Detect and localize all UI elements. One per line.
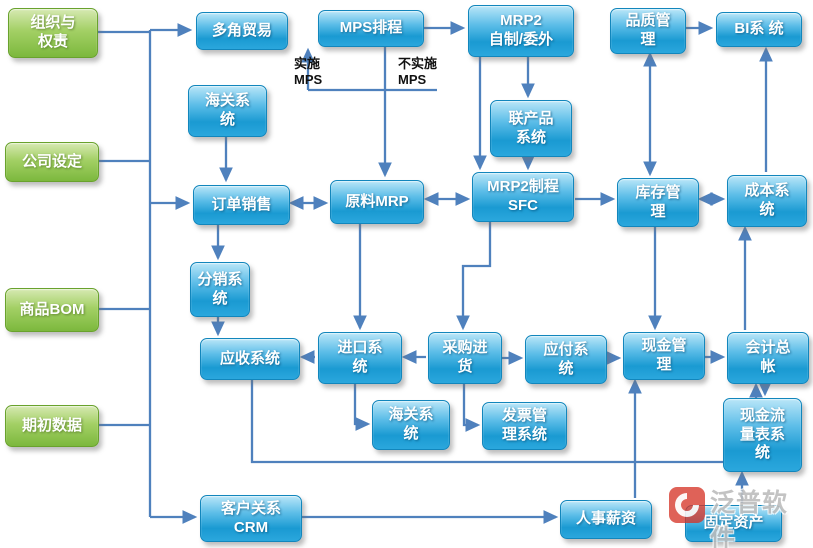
node-cost-system: 成本系 统 xyxy=(727,175,807,227)
node-company-setup: 公司设定 xyxy=(5,142,99,182)
node-inventory-management: 库存管 理 xyxy=(617,178,699,227)
watermark: 泛普软件 www.fanpusoft.com xyxy=(668,483,810,548)
execution-flow-lines xyxy=(211,222,772,432)
node-payable-system: 应付系 统 xyxy=(525,335,607,384)
left-trunk-lines xyxy=(96,23,198,524)
node-receivable-system: 应收系统 xyxy=(200,338,300,380)
node-cashflow-statement: 现金流 量表系 统 xyxy=(723,398,802,472)
node-mrp2-make-outsource: MRP2 自制/委外 xyxy=(468,5,574,57)
node-hr-payroll: 人事薪资 xyxy=(560,500,652,539)
node-import-system: 进口系 统 xyxy=(318,332,402,384)
watermark-brand: 泛普软件 xyxy=(710,489,789,548)
watermark-logo-icon xyxy=(669,487,705,523)
edge-label-implement-mps: 实施 MPS xyxy=(294,56,323,88)
node-mrp2-sfc: MRP2制程 SFC xyxy=(472,172,574,222)
node-co-product-system: 联产品 系统 xyxy=(490,100,572,157)
edge-label-skip-mps: 不实施 MPS xyxy=(398,56,438,88)
watermark-text: 泛普软件 www.fanpusoft.com xyxy=(710,483,810,548)
node-product-bom: 商品BOM xyxy=(5,288,99,332)
node-multi-trade: 多角贸易 xyxy=(196,12,288,50)
node-cash-management: 现金管 理 xyxy=(623,332,705,380)
node-distribution-system: 分销系 统 xyxy=(190,262,250,317)
node-order-sales: 订单销售 xyxy=(193,185,290,225)
node-material-mrp: 原料MRP xyxy=(330,180,424,224)
node-organization: 组织与 权责 xyxy=(8,8,98,58)
node-crm: 客户关系 CRM xyxy=(200,495,302,542)
node-invoice-management: 发票管 理系统 xyxy=(482,402,567,450)
node-customs-system-bottom: 海关系 统 xyxy=(372,400,450,450)
node-bi-system: BI系 统 xyxy=(716,12,802,47)
node-mps-scheduling: MPS排程 xyxy=(318,10,424,47)
node-customs-system-top: 海关系 统 xyxy=(188,85,267,137)
node-quality-management: 品质管 理 xyxy=(610,8,686,54)
node-initial-data: 期初数据 xyxy=(5,405,99,447)
node-general-ledger: 会计总 帐 xyxy=(727,332,809,384)
node-purchase-receiving: 采购进 货 xyxy=(428,332,502,384)
